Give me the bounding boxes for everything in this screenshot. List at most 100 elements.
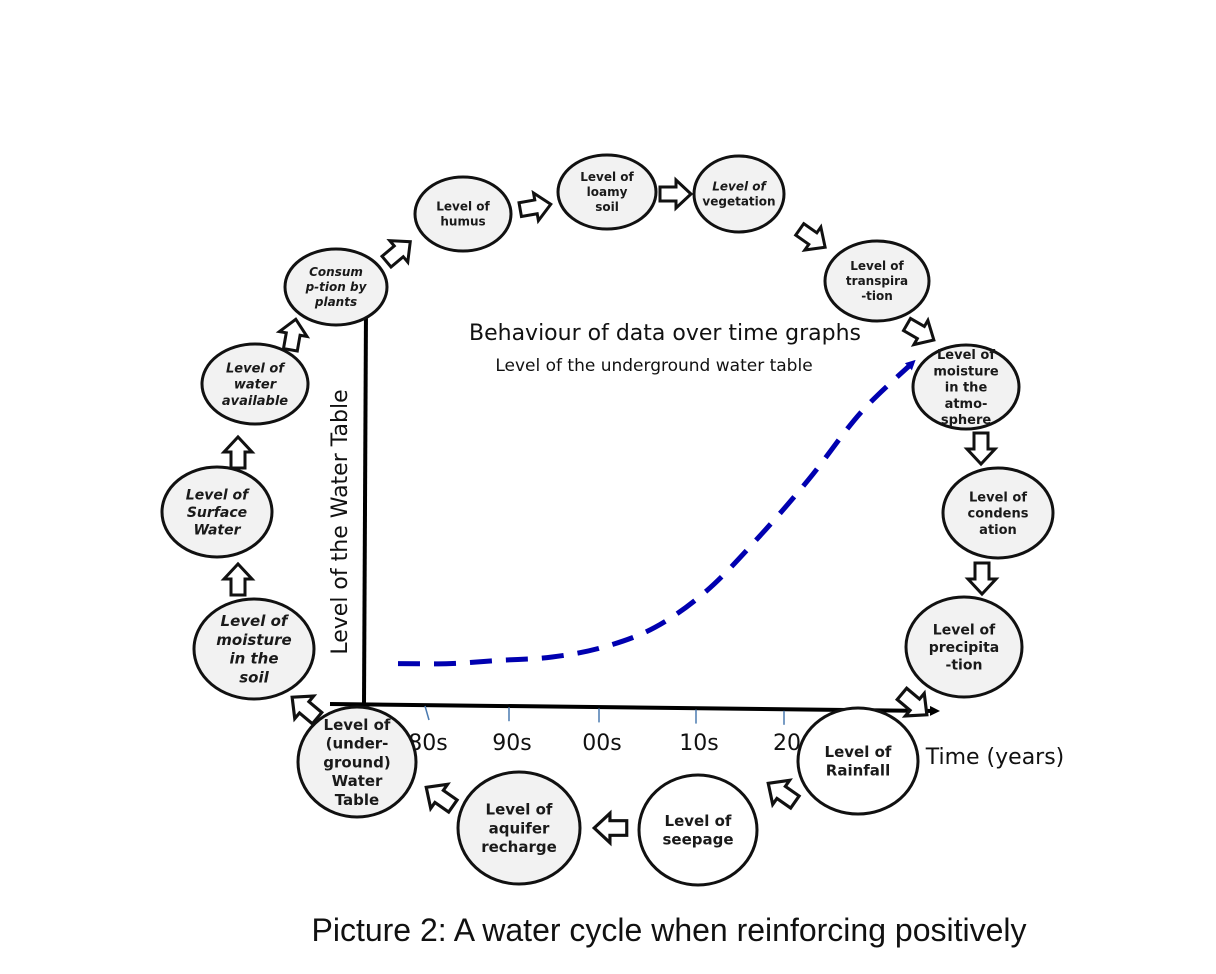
y-axis	[360, 306, 371, 705]
node-ellipse	[796, 706, 920, 816]
node-ellipse	[200, 342, 310, 426]
node-ellipse	[283, 247, 389, 327]
cycle-arrow-icon	[658, 176, 694, 212]
node-label-line: Level of	[580, 170, 634, 184]
x-axis-ticks	[424, 705, 785, 725]
node-label-line: moisture	[216, 631, 291, 649]
x-axis-label: Time (years)	[925, 745, 1065, 770]
node-ellipse	[904, 595, 1024, 699]
node-label-line: soil	[239, 668, 269, 686]
node-label-line: Level of	[324, 716, 391, 734]
node-label-line: Surface	[187, 505, 247, 521]
x-tick-label: 00s	[582, 731, 621, 756]
x-tick-label: 20	[773, 731, 801, 756]
node-label-line: Level of	[186, 487, 250, 503]
node-label-line: -tion	[861, 289, 893, 303]
node-ellipse	[160, 465, 274, 559]
node-label-line: Rainfall	[826, 762, 890, 780]
node-label-line: recharge	[481, 838, 557, 856]
node-label-line: Level of	[825, 743, 892, 761]
cycle-arrow-icon	[766, 778, 802, 811]
node-label-line: ground)	[323, 753, 390, 771]
node-label-line: condens	[967, 507, 1028, 522]
node-label-line: Level of	[933, 622, 996, 638]
node-label-line: Level of	[486, 801, 553, 819]
node-label-line: p-tion by	[305, 280, 368, 294]
node-label-line: aquifer	[489, 819, 550, 837]
node-ellipse	[556, 153, 658, 231]
cycle-arrow-icon	[290, 694, 325, 726]
cycle-arrow-icon	[894, 686, 929, 718]
node-ellipse	[296, 705, 418, 819]
node-label-line: Water	[332, 772, 383, 790]
node-label-line: Consum	[309, 265, 363, 279]
node-label-line: in the	[945, 381, 988, 396]
cycle-arrow-icon	[220, 434, 256, 470]
cycle-arrows	[220, 176, 1000, 847]
node-label-line: Level of	[850, 259, 904, 273]
node-label-line: plants	[314, 295, 357, 309]
node-label-line: transpira	[846, 274, 908, 288]
node-label-line: Level of	[226, 361, 286, 376]
node-ellipse	[413, 175, 513, 253]
node-ellipse	[692, 154, 786, 234]
cycle-arrow-icon	[220, 561, 256, 597]
node-label-line: Water	[193, 522, 241, 538]
x-axis	[329, 702, 940, 716]
cycle-node-precipitation: Level of precipita-tion	[904, 595, 1024, 699]
node-label-line: seepage	[662, 831, 733, 849]
node-label-line: Level of	[712, 180, 767, 194]
cycle-arrow-icon	[793, 221, 827, 253]
cycle-arrow-icon	[964, 561, 1000, 597]
node-label-line: Level of	[937, 348, 995, 363]
node-label-line: Level of	[436, 200, 490, 214]
cycle-arrow-icon	[275, 317, 311, 353]
node-label-line: available	[222, 394, 288, 409]
node-ellipse	[456, 770, 582, 886]
node-label-line: Level of	[665, 812, 732, 830]
node-ellipse	[637, 773, 759, 887]
cycle-arrow-icon	[379, 238, 412, 270]
node-label-line: atmo-	[945, 397, 988, 412]
x-tick	[424, 705, 430, 721]
node-label-line: -tion	[946, 657, 983, 673]
node-ellipse	[823, 239, 931, 323]
node-label-line: Level of	[221, 612, 290, 630]
node-label-line: in the	[229, 650, 278, 668]
x-tick-label: 10s	[679, 731, 718, 756]
graph-subtitle: Level of the underground water table	[495, 356, 812, 376]
cycle-arrow-icon	[517, 189, 553, 225]
node-ellipse	[192, 597, 316, 701]
node-label-line: (under-	[326, 735, 389, 753]
cycle-arrow-icon	[901, 316, 936, 347]
node-ellipse	[911, 343, 1021, 431]
node-label-line: soil	[595, 200, 619, 214]
trend-line-series	[397, 359, 916, 667]
cycle-arrow-icon	[963, 431, 999, 467]
x-tick-label: 90s	[492, 731, 531, 756]
graph-title: Behaviour of data over time graphs	[469, 321, 861, 346]
node-label-line: vegetation	[702, 195, 775, 209]
y-axis-label: Level of the Water Table	[328, 389, 353, 654]
node-label-line: Level of	[969, 490, 1027, 505]
node-label-line: moisture	[933, 364, 999, 379]
node-label-line: ation	[979, 523, 1017, 538]
node-label-line: precipita	[929, 640, 999, 656]
